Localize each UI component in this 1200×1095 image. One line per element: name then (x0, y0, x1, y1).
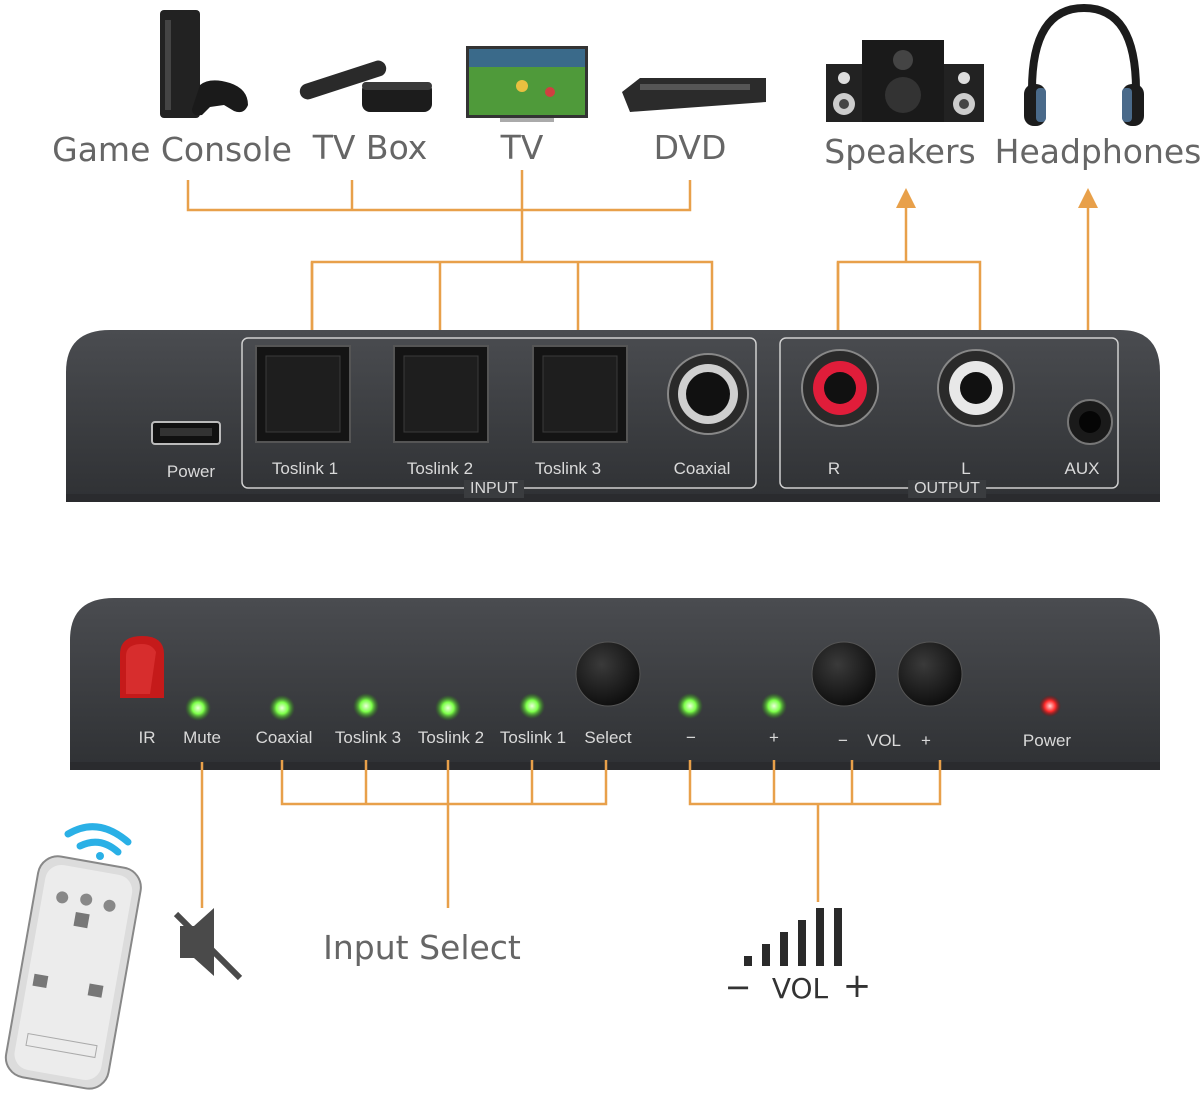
front-plus-label: + (769, 728, 779, 747)
front-select-label: Select (584, 728, 632, 747)
speakers-label: Speakers (824, 132, 976, 171)
rear-power-label: Power (166, 462, 216, 481)
aux-port (1067, 399, 1113, 445)
toslink2-port (393, 345, 489, 443)
tv-box-icon (299, 60, 432, 112)
dvd-player-icon (622, 78, 766, 112)
headphones-label: Headphones (994, 132, 1200, 171)
rear-toslink1-label: Toslink 1 (271, 459, 339, 478)
dvd-label: DVD (653, 128, 727, 167)
front-power-label: Power (1022, 731, 1072, 750)
mute-icon (173, 908, 243, 981)
rear-toslink3-label: Toslink 3 (534, 459, 602, 478)
vol-up-button[interactable] (897, 641, 963, 707)
power-led (1039, 695, 1061, 717)
front-toslink1-label: Toslink 1 (499, 728, 567, 747)
vol-minus-led (677, 693, 703, 719)
select-button[interactable] (575, 641, 641, 707)
bottom-vol-label: VOL (771, 972, 829, 1005)
front-vol-plus-label: + (921, 731, 931, 750)
ir-receiver (120, 636, 164, 698)
toslink1-port (255, 345, 351, 443)
coaxial-led (269, 695, 295, 721)
bottom-vol-plus: + (842, 966, 872, 1006)
bottom-vol-minus: − (724, 968, 752, 1006)
tv-icon (466, 46, 588, 122)
front-coaxial-label: Coaxial (255, 728, 313, 747)
front-mute-label: Mute (183, 728, 221, 747)
front-minus-label: − (686, 728, 696, 747)
vol-down-button[interactable] (811, 641, 877, 707)
front-toslink3-label: Toslink 3 (334, 728, 402, 747)
input-select-label: Input Select (323, 928, 521, 967)
input-group-label: INPUT (464, 480, 524, 498)
bottom-connector-lines (200, 760, 942, 908)
toslink1-led (519, 693, 545, 719)
coaxial-port (667, 353, 749, 435)
vol-plus-led (761, 693, 787, 719)
tv-box-label: TV Box (312, 128, 428, 167)
toslink3-port (532, 345, 628, 443)
power-port (151, 421, 221, 445)
front-vol-minus-label: − (838, 731, 848, 750)
rear-coaxial-label: Coaxial (673, 459, 731, 478)
headphones-icon (1024, 3, 1144, 126)
rear-aux-label: AUX (1064, 459, 1100, 478)
wireless-signal-icon (64, 823, 132, 860)
toslink2-led (435, 695, 461, 721)
speakers-icon (826, 40, 984, 122)
front-toslink2-label: Toslink 2 (417, 728, 485, 747)
rca-right-port (801, 349, 879, 427)
output-group-label: OUTPUT (908, 480, 986, 498)
volume-bars-icon (744, 908, 842, 966)
rear-l-label: L (961, 459, 971, 478)
game-console-icon (160, 10, 248, 118)
rca-left-port (937, 349, 1015, 427)
rear-toslink2-label: Toslink 2 (406, 459, 474, 478)
rear-r-label: R (827, 459, 841, 478)
remote-control-icon (4, 855, 142, 1090)
mute-led (185, 695, 211, 721)
tv-label: TV (500, 128, 544, 167)
front-ir-label: IR (138, 728, 156, 747)
game-console-label: Game Console (52, 130, 292, 169)
toslink3-led (353, 693, 379, 719)
front-vol-label: VOL (866, 731, 902, 750)
